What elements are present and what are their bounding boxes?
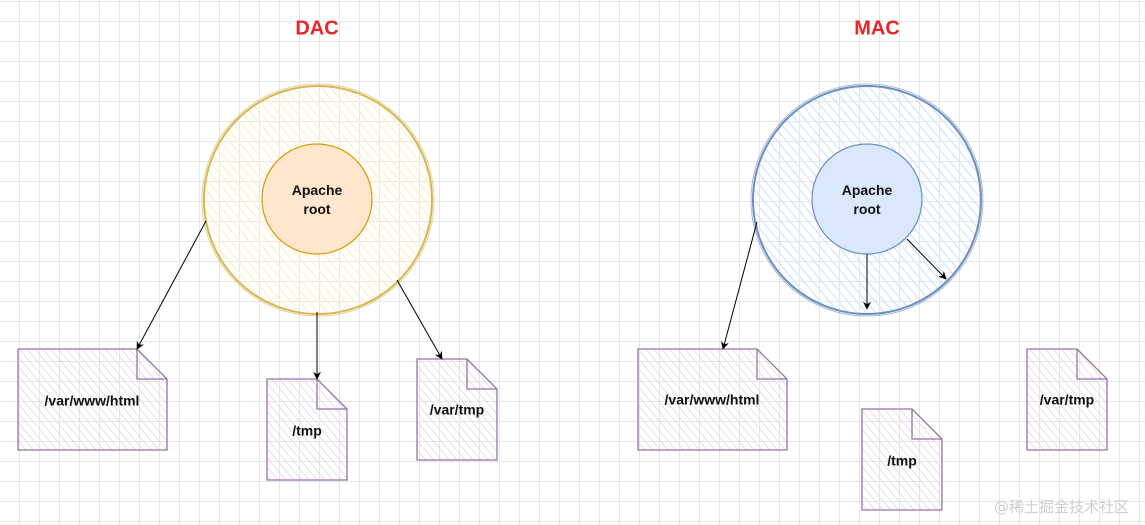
mac-file-label-var-www-html: /var/www/html [664, 391, 760, 408]
mac-file-var-www-html[interactable] [637, 348, 788, 451]
mac-arrow-to-var-www-html [720, 221, 758, 350]
dac-file-var-tmp[interactable] [416, 358, 498, 461]
dac-file-label-var-tmp: /var/tmp [429, 401, 485, 418]
mac-file-var-tmp[interactable] [1026, 348, 1108, 451]
mac-file-label-var-tmp: /var/tmp [1039, 391, 1095, 408]
dac-file-label-var-www-html: /var/www/html [44, 392, 140, 409]
mac-panel [637, 83, 1108, 511]
mac-title: MAC [854, 17, 900, 40]
dac-arrow-to-var-tmp [396, 279, 443, 360]
dac-core-circle[interactable] [261, 143, 373, 255]
mac-file-label-tmp: /tmp [887, 452, 917, 469]
watermark: @稀土掘金技术社区 [993, 498, 1129, 516]
dac-process-label: Apache root [291, 182, 343, 217]
mac-process-label: Apache root [841, 182, 893, 217]
mac-file-tmp[interactable] [861, 408, 943, 511]
dac-panel [17, 83, 498, 481]
dac-title: DAC [295, 17, 339, 40]
dac-file-tmp[interactable] [266, 378, 348, 481]
mac-arrow-diagonal-blocked [906, 238, 947, 280]
dac-file-label-tmp: /tmp [292, 422, 322, 439]
dac-file-var-www-html[interactable] [17, 348, 168, 451]
dac-arrow-to-var-www-html [136, 220, 207, 350]
